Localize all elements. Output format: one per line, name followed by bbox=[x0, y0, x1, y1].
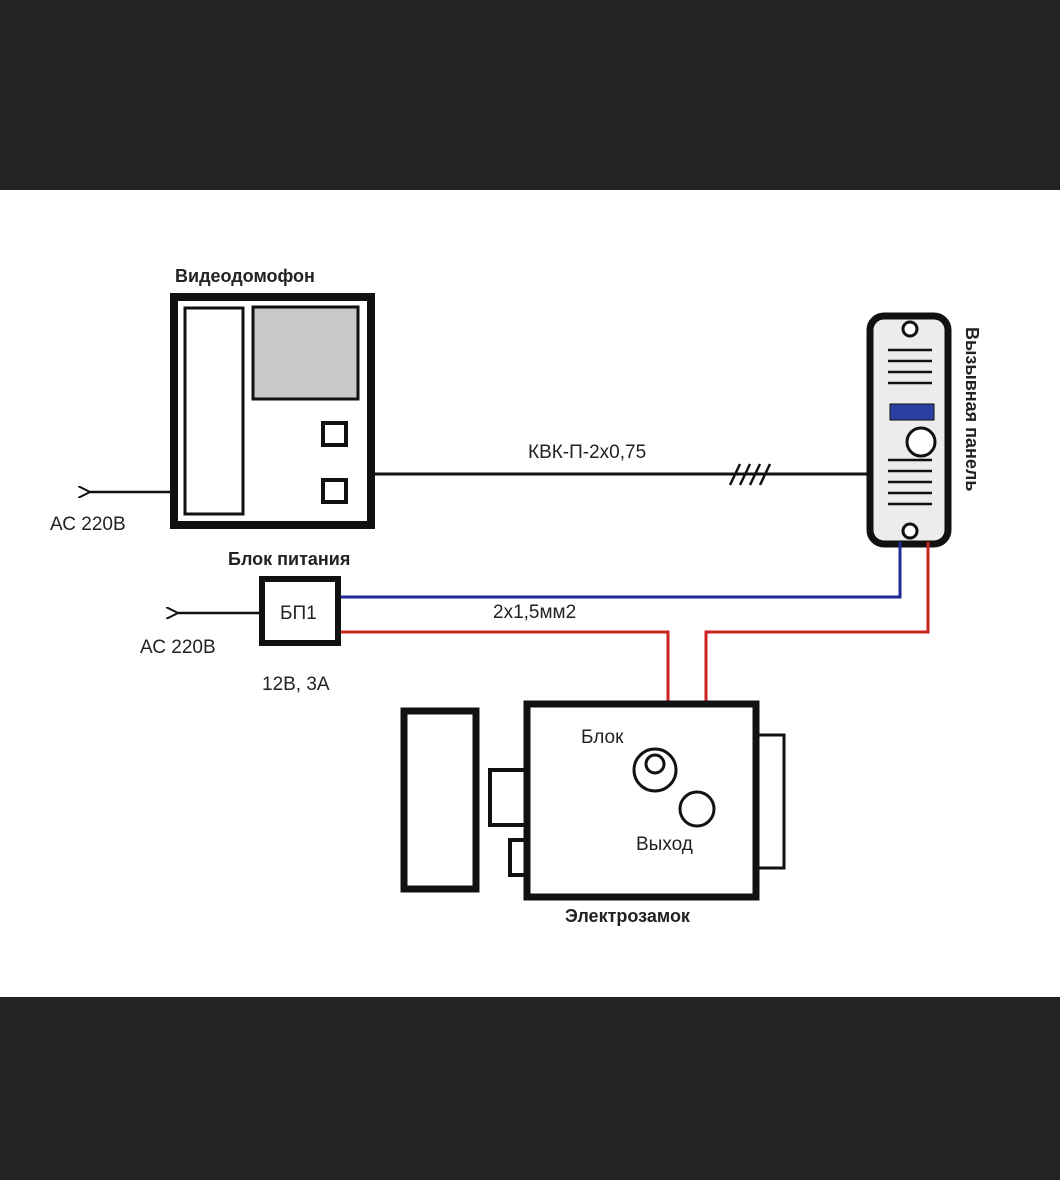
call-panel-screw-bottom bbox=[901, 522, 919, 540]
lock-strike-plate bbox=[400, 707, 480, 893]
monitor-mains-label: АС 220В bbox=[50, 514, 126, 535]
lock-bolt bbox=[488, 768, 530, 827]
call-button bbox=[905, 426, 937, 458]
power-supply-box bbox=[259, 576, 341, 646]
power-mains-label: АС 220В bbox=[140, 637, 216, 658]
lock-title: Электрозамок bbox=[565, 906, 691, 926]
call-panel-title: Вызывная панель bbox=[962, 327, 982, 491]
power-supply-name: БП1 bbox=[280, 603, 317, 624]
lock-exit-label: Выход bbox=[636, 834, 693, 855]
monitor-button-1 bbox=[321, 421, 348, 447]
red-wire-lock bbox=[341, 630, 670, 704]
monitor-button-2 bbox=[321, 478, 348, 504]
lock-body bbox=[523, 700, 760, 901]
call-panel-display bbox=[889, 403, 935, 421]
lock-block-knob-inner bbox=[644, 753, 666, 775]
red-wire-panel bbox=[704, 542, 930, 704]
cable-tick-marks bbox=[728, 463, 772, 486]
call-panel-speaker-grill bbox=[888, 348, 932, 506]
lock-exit-button bbox=[678, 790, 716, 828]
top-frame-bar bbox=[0, 0, 1060, 190]
video-monitor: Видеодомофон bbox=[170, 266, 375, 529]
call-panel-screw-top bbox=[901, 320, 919, 338]
bottom-frame-bar bbox=[0, 997, 1060, 1180]
wiring-diagram: Видеодомофон АС 220В КВК-П-2х0,75 bbox=[0, 190, 1060, 997]
monitor-screen bbox=[251, 305, 360, 401]
electric-lock bbox=[400, 700, 786, 901]
power-supply-title: Блок питания bbox=[228, 549, 350, 569]
call-panel bbox=[866, 312, 952, 548]
power-supply-rating: 12В, 3А bbox=[262, 674, 330, 695]
blue-wire bbox=[341, 542, 902, 599]
monitor-title: Видеодомофон bbox=[175, 266, 315, 286]
signal-cable-label: КВК-П-2х0,75 bbox=[528, 442, 646, 463]
monitor-handset bbox=[183, 306, 245, 516]
lock-block-label: Блок bbox=[581, 727, 624, 748]
power-cable-label: 2х1,5мм2 bbox=[493, 602, 576, 623]
lock-faceplate bbox=[754, 733, 786, 870]
diagram-svg: Видеодомофон АС 220В КВК-П-2х0,75 bbox=[50, 266, 982, 926]
